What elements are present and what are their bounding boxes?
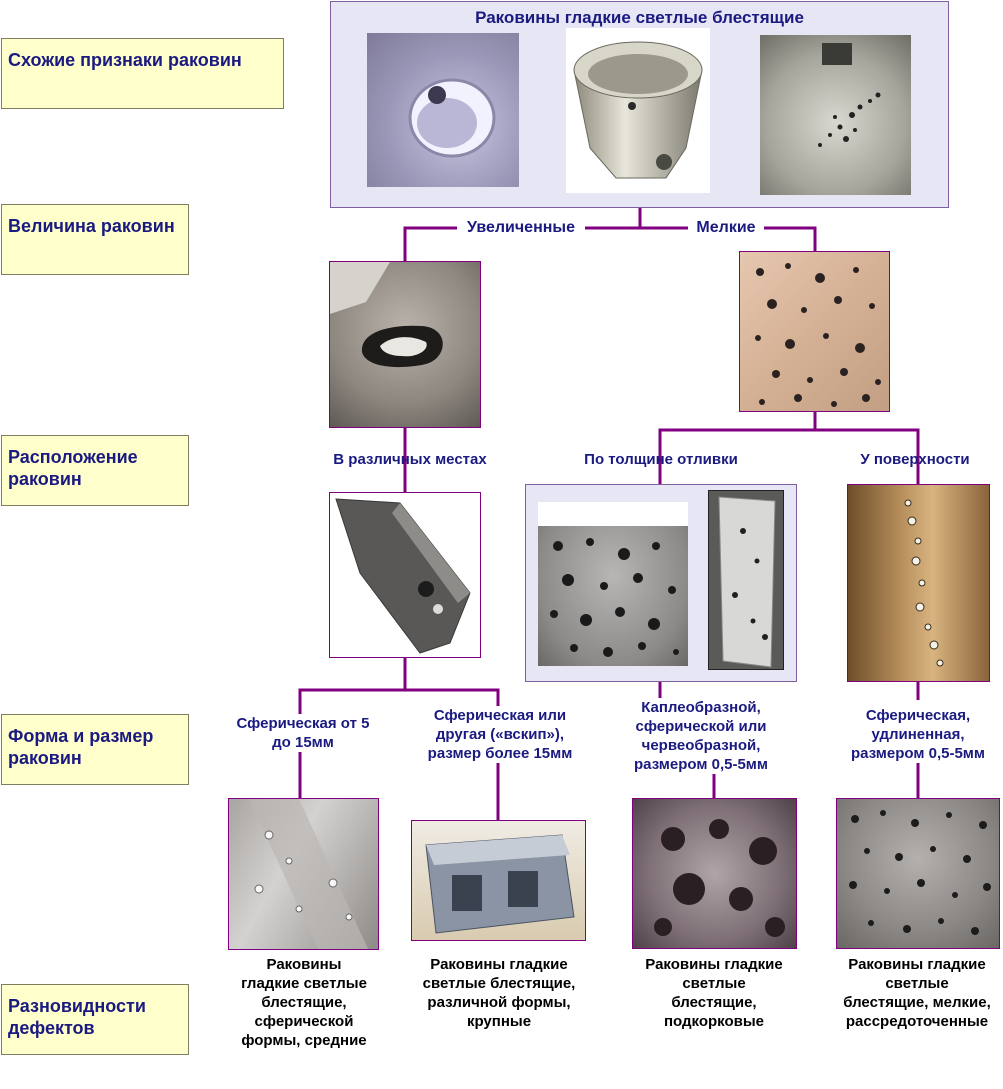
connector-thickness — [658, 412, 817, 484]
photo-cast-slab — [708, 490, 784, 670]
casting-photo-plate — [760, 35, 911, 195]
casting-fragment-icon — [335, 498, 471, 654]
defect-label-d1: Раковины гладкие светлые блестящие, сфер… — [241, 956, 367, 1049]
row-label-shape: Форма и размер раковин — [1, 714, 189, 785]
photo-defect-spherical — [228, 798, 379, 950]
shiny-hole-icon — [408, 78, 496, 158]
photo-enlarged-cavity — [329, 261, 481, 428]
row-label-size: Величина раковин — [1, 204, 189, 275]
location-label-various: В различных местах — [333, 451, 487, 468]
photo-defect-large — [411, 820, 586, 941]
panel-title: Раковины гладкие светлые блестящие — [475, 8, 804, 27]
casting-cup-icon — [573, 41, 703, 179]
casting-photo-hole — [367, 33, 519, 187]
location-label-surface: У поверхности — [860, 451, 970, 468]
shape-label-s2: Сферическая или другая («вскип»), размер… — [417, 706, 583, 763]
photo-defect-dispersed — [836, 798, 1000, 949]
branch-label-small: Мелкие — [688, 218, 764, 238]
cast-slab-icon — [718, 496, 776, 668]
dispersed-pores-icon — [849, 810, 991, 935]
branch-label-enlarged: Увеличенные — [457, 218, 585, 238]
shape-label-s3: Каплеобразной, сферической или червеобра… — [615, 698, 787, 774]
connector-sphere-large — [405, 688, 500, 820]
spherical-pores-icon — [249, 799, 369, 949]
row-label-types: Разновидности дефектов — [1, 984, 189, 1055]
block-casting-icon — [425, 834, 575, 934]
connector-size-branch — [403, 226, 817, 262]
surface-pores-icon — [904, 499, 944, 667]
defect-label-d2: Раковины гладкие светлые блестящие, разл… — [422, 956, 576, 1030]
row-label-similar: Схожие признаки раковин — [1, 38, 284, 109]
shape-label-s1: Сферическая от 5 до 15мм — [228, 714, 378, 752]
large-cavity-icon — [330, 262, 443, 368]
casting-photo-cup — [566, 28, 710, 193]
location-label-thickness: По толщине отливки — [584, 451, 738, 468]
photo-small-pores — [739, 251, 890, 412]
photo-surface-pores — [847, 484, 990, 682]
subsurface-cavities-icon — [654, 819, 785, 937]
scattered-pores-icon — [818, 43, 881, 147]
defect-label-d3: Раковины гладкие светлые блестящие, подк… — [645, 956, 783, 1030]
shape-label-s4: Сферическая, удлиненная, размером 0,5-5м… — [836, 706, 1000, 763]
defect-label-d4: Раковины гладкие светлые блестящие, мелк… — [843, 956, 991, 1030]
photo-various-locations — [329, 492, 481, 658]
row-label-location: Расположение раковин — [1, 435, 189, 506]
photo-defect-subsurface — [632, 798, 797, 949]
porous-section-icon — [538, 502, 688, 657]
small-pores-icon — [755, 263, 881, 407]
connector-surface — [815, 428, 920, 484]
photo-porous-section — [538, 502, 688, 666]
